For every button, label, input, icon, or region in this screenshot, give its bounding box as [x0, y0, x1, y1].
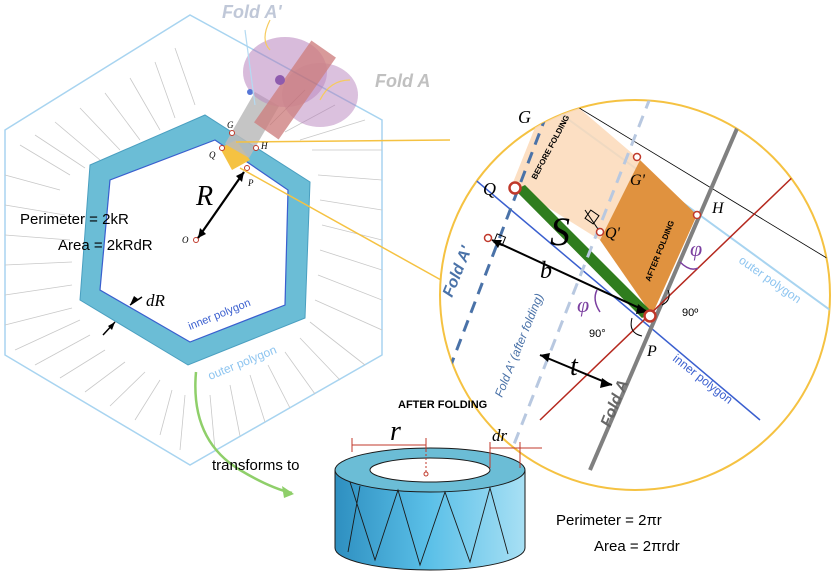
- zoom-point-q-prime: Q': [605, 225, 621, 242]
- dR-label: dR: [146, 291, 166, 310]
- area-right: Area = 2πrdr: [594, 538, 680, 555]
- dR-arrows: [102, 296, 143, 336]
- phi-left: φ: [577, 292, 589, 317]
- angle-90-right: 90º: [682, 307, 698, 319]
- cylinder-ring: [334, 442, 526, 571]
- r-dimension: [351, 438, 427, 452]
- perimeter-right: Perimeter = 2πr: [556, 512, 662, 529]
- phi-right: φ: [690, 236, 702, 261]
- connector-bottom: [239, 167, 451, 286]
- fold-a-top-label: Fold A: [375, 71, 430, 91]
- highlighted-segment: [220, 140, 250, 170]
- fold-a-prime-top-label: Fold A': [222, 2, 282, 22]
- segment-points: [193, 130, 259, 243]
- point-p-small: P: [247, 178, 254, 188]
- zoom-s-label: S: [550, 209, 570, 254]
- angle-90-left: 90°: [589, 328, 606, 340]
- zoom-t-label: t: [570, 351, 579, 382]
- zoom-point-p: P: [646, 343, 657, 360]
- zoom-point-g-prime: G': [630, 172, 646, 189]
- radius-label: R: [195, 181, 213, 212]
- zoom-point-h: H: [711, 200, 725, 217]
- transforms-arrow: [194, 371, 294, 498]
- dr-label: dr: [492, 426, 508, 445]
- connector-top: [235, 139, 451, 143]
- zoom-point-q: Q: [483, 179, 496, 199]
- zoom-b-label: b: [540, 258, 552, 284]
- point-h-small: H: [260, 141, 268, 151]
- radius-arrow: [197, 171, 245, 239]
- point-q-small: Q: [209, 150, 216, 160]
- zoom-point-g: G: [518, 107, 531, 127]
- point-g-small: G: [227, 120, 234, 130]
- point-o-small: O: [182, 235, 189, 245]
- area-left: Area = 2kRdR: [58, 237, 153, 254]
- after-folding-title: AFTER FOLDING: [398, 399, 487, 411]
- r-label: r: [390, 416, 401, 447]
- perimeter-left: Perimeter = 2kR: [20, 211, 129, 228]
- zoom-view: [439, 99, 831, 491]
- transforms-to-label: transforms to: [212, 457, 300, 474]
- dr-dimension: [489, 442, 542, 468]
